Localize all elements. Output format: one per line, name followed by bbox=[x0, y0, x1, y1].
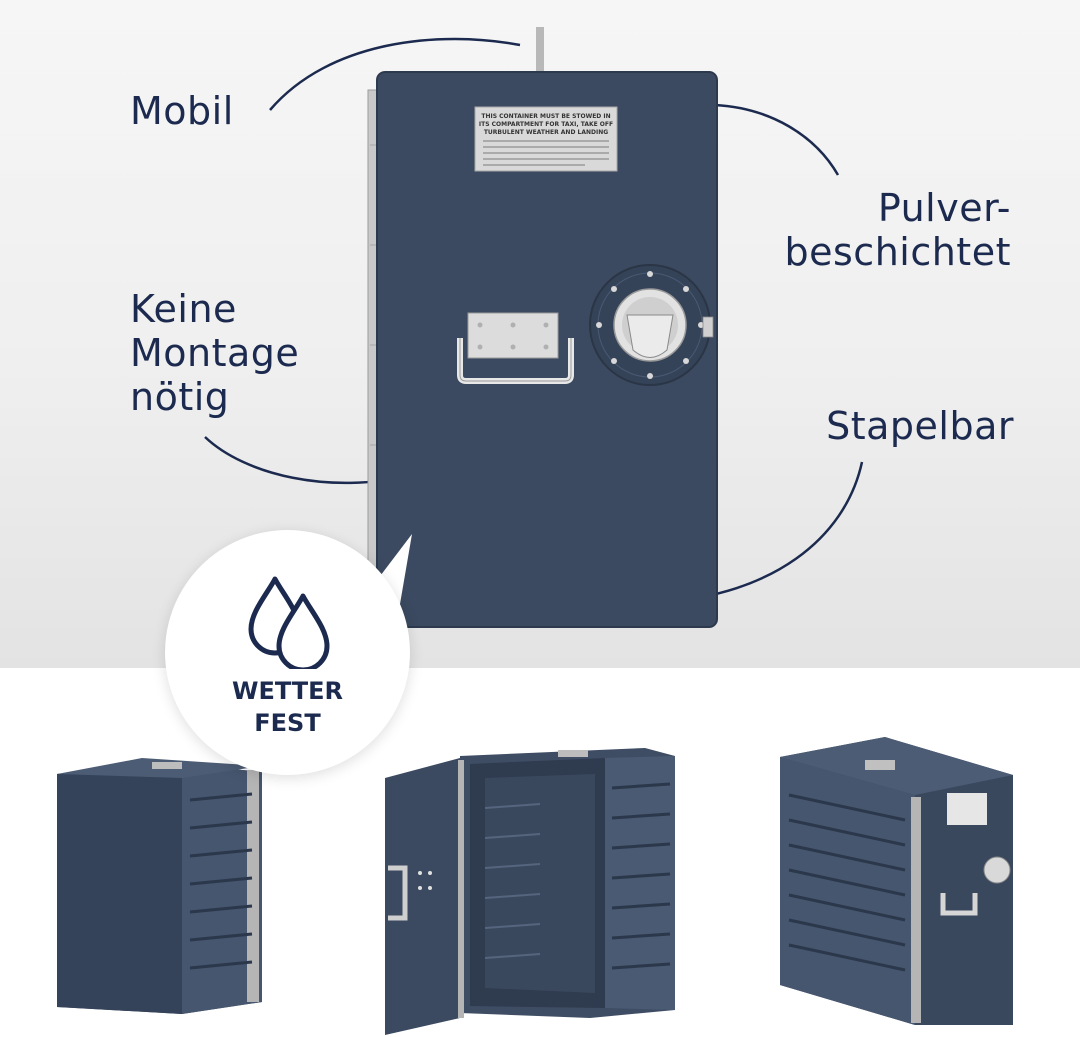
callout-keine-montage: Keine Montage nötig bbox=[130, 287, 299, 419]
callout-mobil: Mobil bbox=[130, 89, 234, 133]
door-label-line2: ITS COMPARTMENT FOR TAXI, TAKE OFF bbox=[479, 121, 613, 128]
callout-pulver-line2: beschichtet bbox=[784, 230, 1011, 274]
callout-keine-line3: nötig bbox=[130, 375, 230, 419]
callout-pulver-line1: Pulver- bbox=[877, 186, 1011, 230]
door-label-line1: THIS CONTAINER MUST BE STOWED IN bbox=[481, 113, 610, 120]
container-open-door-image bbox=[385, 748, 675, 1035]
door-label-line3: TURBULENT WEATHER AND LANDING bbox=[484, 129, 608, 136]
water-drops-icon bbox=[248, 576, 330, 669]
callout-stapelbar: Stapelbar bbox=[826, 404, 1014, 448]
container-closed-front-image bbox=[780, 737, 1013, 1025]
container-closed-side-image bbox=[57, 758, 262, 1014]
container-door-image: THIS CONTAINER MUST BE STOWED IN ITS COM… bbox=[367, 27, 718, 628]
badge-text-line2: FEST bbox=[254, 709, 321, 737]
callout-keine-line1: Keine bbox=[130, 287, 237, 331]
callout-pulverbeschichtet: Pulver- beschichtet bbox=[740, 186, 1011, 274]
badge-text-line1: WETTER bbox=[231, 677, 344, 705]
callout-keine-line2: Montage bbox=[130, 331, 300, 375]
wetterfest-badge: WETTER FEST bbox=[165, 530, 410, 775]
